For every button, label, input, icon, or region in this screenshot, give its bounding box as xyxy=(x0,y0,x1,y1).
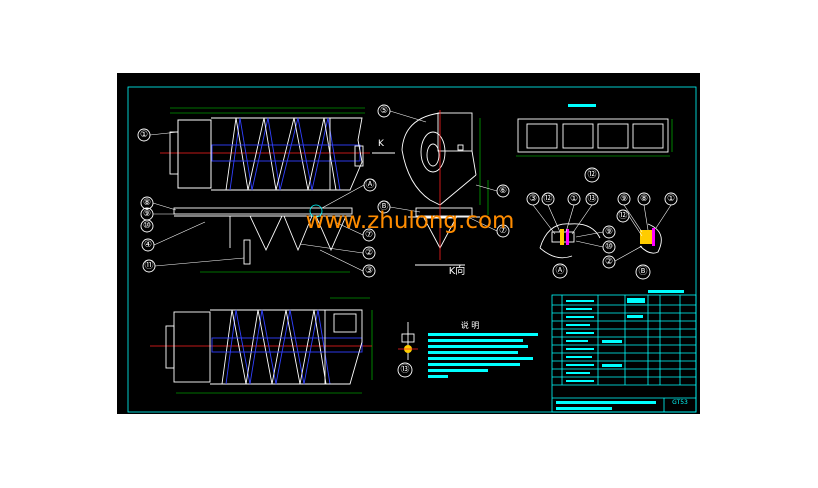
k-direction-label: K xyxy=(378,139,385,149)
notes-heading: 说 明 xyxy=(461,320,480,330)
section-13-view: ⑬ xyxy=(397,322,418,378)
balloon-label: ⑨ xyxy=(620,194,628,204)
balloon-label: ⑪ xyxy=(144,260,153,271)
balloon-label: ⑦ xyxy=(499,226,507,236)
balloon-label: ⑫ xyxy=(587,169,596,180)
screw-flight xyxy=(229,117,341,191)
detail-a-view: Ⓐ ③ ⑫ ① ⑬ ⑨ ⑩ xyxy=(526,192,616,279)
balloon-label: ⑩ xyxy=(143,221,151,231)
balloon-label: Ⓐ xyxy=(365,179,374,190)
screw-flight-plan xyxy=(225,309,331,385)
drawing-frame xyxy=(127,86,697,413)
balloon-label: ① xyxy=(570,194,578,204)
balloon-label: ⑦ xyxy=(365,230,373,240)
balloon-label: ⑫ xyxy=(618,210,627,221)
balloon-label: ② xyxy=(365,248,373,258)
balloon-label: ⑬ xyxy=(400,364,409,375)
balloon-label: ⑨ xyxy=(143,209,151,219)
balloon-label: Ⓑ xyxy=(379,201,388,212)
watermark-text: www.zhulong.com xyxy=(306,208,515,234)
balloon-label: ⑩ xyxy=(605,242,613,252)
main-elevation-view: K xyxy=(160,107,395,273)
plan-view xyxy=(150,297,373,394)
balloon-label: ⑥ xyxy=(499,186,507,196)
balloon-label: ⑧ xyxy=(143,198,151,208)
balloon-label: ① xyxy=(140,130,148,140)
balloon-label: ⑨ xyxy=(605,227,613,237)
drawing-code: GT53 xyxy=(672,399,688,406)
balloon-label: ③ xyxy=(529,194,537,204)
cad-viewport[interactable]: K ① ⑧ ⑨ ⑩ ④ ⑪ ⑦ xyxy=(117,73,700,414)
balloon-label: ⑤ xyxy=(380,106,388,116)
drawing-canvas: K ① ⑧ ⑨ ⑩ ④ ⑪ ⑦ xyxy=(127,86,697,413)
section-12-view: ⑫ xyxy=(516,104,673,183)
balloon-label: ③ xyxy=(365,266,373,276)
k-view: K向 ⑤ ⑥ ⑦ xyxy=(377,104,510,277)
balloon-label: ④ xyxy=(144,240,152,250)
balloon-label: ⑬ xyxy=(587,193,596,204)
balloon-label: ⑫ xyxy=(543,193,552,204)
main-view-balloons: ① ⑧ ⑨ ⑩ ④ ⑪ ⑦ ② ③ Ⓐ Ⓑ xyxy=(137,128,421,278)
detail-a-caption: Ⓐ xyxy=(555,265,564,276)
title-block: GT53 xyxy=(551,290,697,413)
detail-b-caption: Ⓑ xyxy=(638,266,647,277)
notes-block: 说 明 xyxy=(428,320,538,378)
balloon-label: ① xyxy=(667,194,675,204)
k-view-caption: K向 xyxy=(449,264,466,277)
balloon-label: ② xyxy=(605,257,613,267)
balloon-label: ⑧ xyxy=(640,194,648,204)
detail-b-view: Ⓑ ⑨ ⑧ ① ⑫ ② xyxy=(602,192,678,280)
